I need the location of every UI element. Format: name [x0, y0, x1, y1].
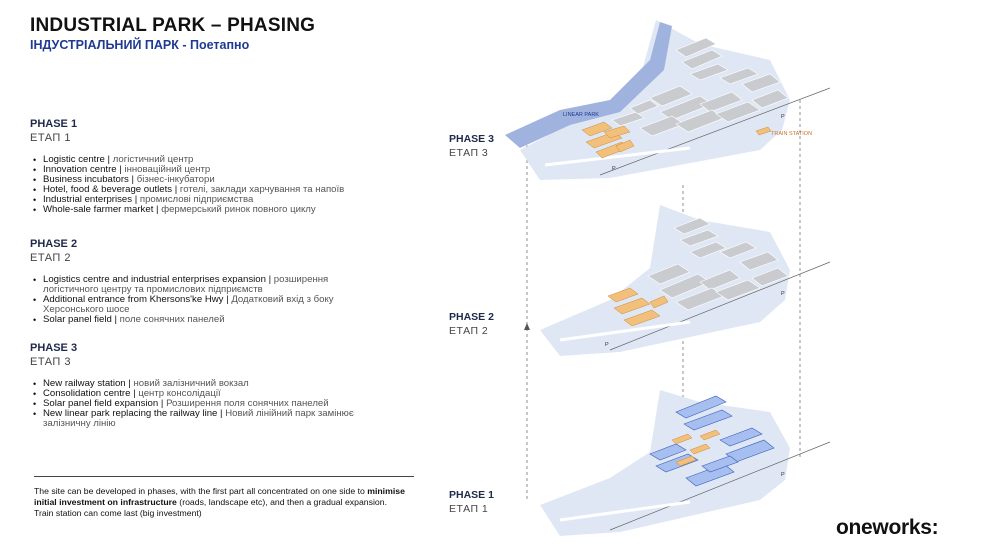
phase-2-block: PHASE 2 ЕТАП 2 Logistics centre and indu…: [30, 238, 370, 325]
phase-1-subtitle: ЕТАП 1: [30, 132, 71, 144]
list-item: Hotel, food & beverage outlets | готелі,…: [33, 185, 370, 196]
list-item: Industrial enterprises | промислові підп…: [33, 195, 370, 206]
note-divider: [34, 476, 414, 477]
list-item: Logistics centre and industrial enterpri…: [33, 275, 370, 295]
blue-buildings: [649, 395, 775, 487]
phase-1-title: PHASE 1: [30, 118, 78, 130]
phase-3-subtitle: ЕТАП 3: [30, 356, 71, 368]
parking-label: P: [781, 291, 785, 297]
linear-park-label: LINEAR PARK: [563, 112, 599, 118]
list-item: Consolidation centre | центр консолідаці…: [33, 389, 370, 400]
linear-park: [505, 22, 672, 148]
phase-3-block: PHASE 3 ЕТАП 3 New railway station | нов…: [30, 342, 370, 429]
list-item: Innovation centre | інноваційний центр: [33, 165, 370, 176]
orange-buildings: [607, 287, 669, 327]
diagram-phase-2-label: PHASE 2 ЕТАП 2: [449, 311, 494, 337]
train-station-label: TRAIN STATION: [771, 131, 812, 137]
list-item: Business incubators | бізнес-інкубатори: [33, 175, 370, 186]
phasing-note: The site can be developed in phases, wit…: [34, 486, 405, 518]
road: [559, 500, 691, 522]
phase-3-list: New railway station | новий залізничний …: [30, 379, 370, 429]
diagram-phase-1-label: PHASE 1 ЕТАП 1: [449, 489, 494, 515]
phase-2-list: Logistics centre and industrial enterpri…: [30, 275, 370, 326]
parking-label: P: [781, 114, 785, 120]
page-subtitle: ІНДУСТРІАЛЬНИЙ ПАРК - Поетапно: [30, 38, 250, 52]
orange-buildings: [671, 429, 721, 467]
list-item: New linear park replacing the railway li…: [33, 409, 370, 429]
railway-line: [609, 261, 831, 351]
list-item: New railway station | новий залізничний …: [33, 379, 370, 390]
phase-2-subtitle: ЕТАП 2: [30, 252, 71, 264]
list-item: Additional entrance from Khersons'ke Hwy…: [33, 295, 370, 315]
phase-1-site: P: [540, 390, 831, 536]
road: [559, 320, 691, 342]
phase-2-site: P P: [540, 205, 831, 356]
railway-line: [599, 87, 831, 176]
parking-label: P: [605, 342, 609, 348]
phase-1-block: PHASE 1 ЕТАП 1 Logistic centre | логісти…: [30, 118, 370, 215]
phase-3-site: LINEAR PARK TRAIN STATION P P: [505, 20, 831, 180]
list-item: Logistic centre | логістичний центр: [33, 155, 370, 166]
phase-2-title: PHASE 2: [30, 238, 78, 250]
page-title: INDUSTRIAL PARK – PHASING: [30, 15, 316, 36]
diagram-phase-3-label: PHASE 3 ЕТАП 3: [449, 133, 494, 159]
parking-label: P: [612, 166, 616, 172]
grey-buildings: [647, 217, 789, 311]
grey-buildings: [611, 37, 789, 137]
list-item: Whole-sale farmer market | фермерський р…: [33, 205, 370, 216]
road: [544, 146, 691, 167]
railway-line: [609, 441, 831, 531]
oneworks-logo: oneworks:: [836, 516, 939, 539]
list-item: Solar panel field expansion | Розширення…: [33, 399, 370, 410]
phase-3-title: PHASE 3: [30, 342, 78, 354]
list-item: Solar panel field | поле сонячних панеле…: [33, 315, 370, 326]
orange-buildings: [581, 121, 772, 159]
parking-label: P: [781, 472, 785, 478]
phase-1-list: Logistic centre | логістичний центр Inno…: [30, 155, 370, 216]
